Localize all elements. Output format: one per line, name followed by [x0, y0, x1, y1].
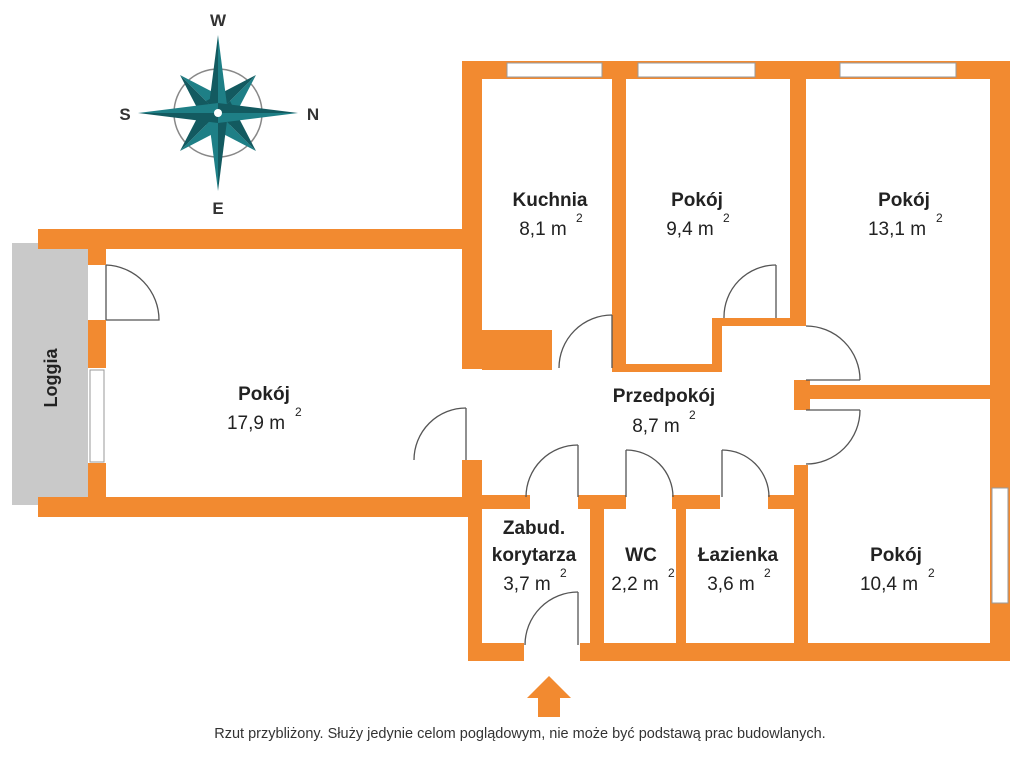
room-name-kuchnia: Kuchnia [513, 190, 588, 211]
room-name-pokoj-9-4: Pokój [671, 190, 723, 211]
room-name-pokoj-17-9: Pokój [238, 384, 290, 405]
room-name-pokoj-10-4: Pokój [870, 545, 922, 566]
doors [105, 264, 861, 646]
room-area-unit-kuchnia: 2 [576, 211, 583, 225]
room-area-pokoj-10-4: 10,4 m [860, 574, 918, 595]
room-area-unit-pokoj-10-4: 2 [928, 566, 935, 580]
room-name-przedpokoj: Przedpokój [613, 386, 715, 407]
room-name-lazienka: Łazienka [698, 545, 779, 566]
arrow-up-icon [527, 676, 571, 717]
room-name-wc: WC [625, 545, 657, 566]
loggia-area [12, 243, 88, 505]
room-area-pokoj-9-4: 9,4 m [666, 219, 714, 240]
compass-label-top: W [210, 11, 227, 30]
compass-label-left: S [119, 105, 130, 124]
room-area-pokoj-13-1: 13,1 m [868, 219, 926, 240]
disclaimer-text: Rzut przybliżony. Służy jedynie celom po… [214, 726, 825, 742]
compass-label-bottom: E [212, 199, 223, 218]
room-area-lazienka: 3,6 m [707, 574, 755, 595]
room-area-unit-pokoj-13-1: 2 [936, 211, 943, 225]
room-area-kuchnia: 8,1 m [519, 219, 567, 240]
room-area-unit-wc: 2 [668, 566, 675, 580]
walls [38, 61, 1010, 661]
room-area-unit-lazienka: 2 [764, 566, 771, 580]
room-area-zabudowa: 3,7 m [503, 574, 551, 595]
room-area-unit-zabudowa: 2 [560, 566, 567, 580]
loggia-label: Loggia [41, 348, 61, 408]
compass-label-right: N [307, 105, 319, 124]
room-name-zabudowa-line1: Zabud. [503, 518, 565, 539]
room-area-pokoj-17-9: 17,9 m [227, 413, 285, 434]
room-area-unit-pokoj-17-9: 2 [295, 405, 302, 419]
room-area-unit-pokoj-9-4: 2 [723, 211, 730, 225]
windows [89, 62, 1009, 604]
room-area-przedpokoj: 8,7 m [632, 416, 680, 437]
room-name-zabudowa-line2: korytarza [492, 545, 577, 566]
room-name-pokoj-13-1: Pokój [878, 190, 930, 211]
room-area-wc: 2,2 m [611, 574, 659, 595]
room-area-unit-przedpokoj: 2 [689, 408, 696, 422]
compass-rose-icon [138, 35, 298, 191]
